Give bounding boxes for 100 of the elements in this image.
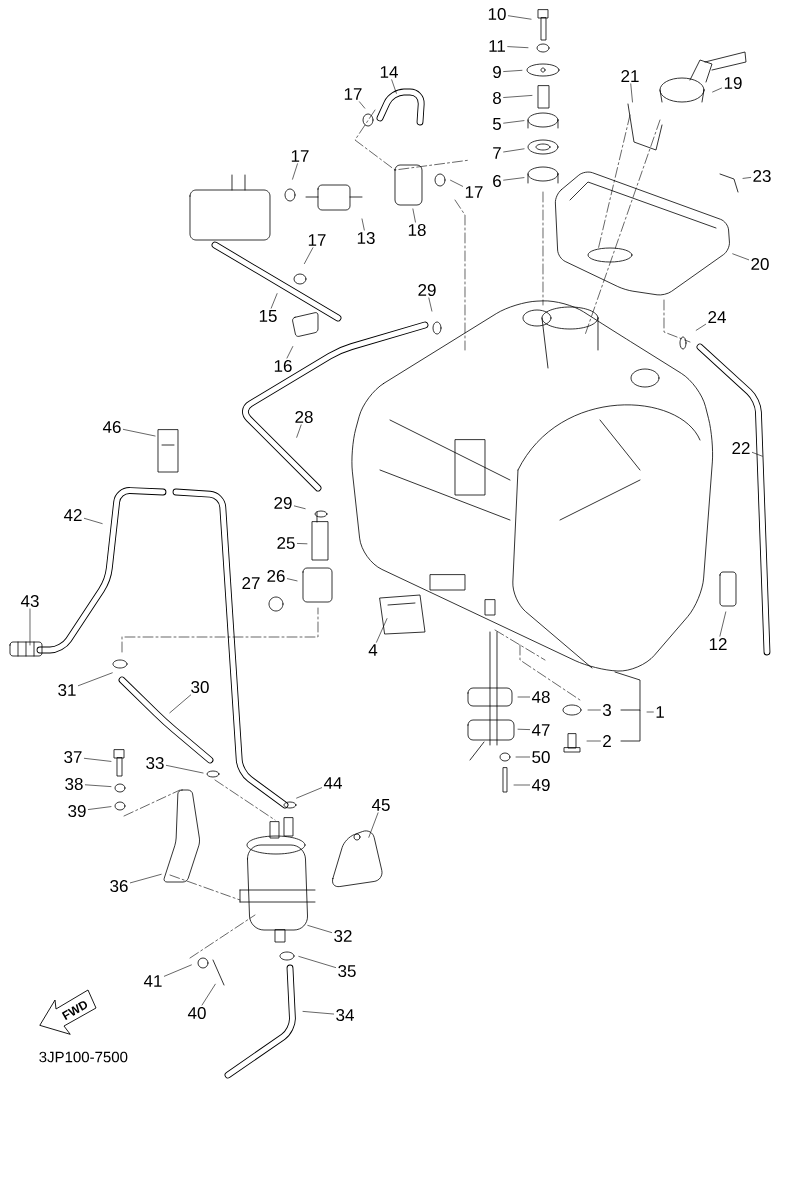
callout-number: 39 bbox=[68, 805, 86, 818]
callout-number: 31 bbox=[58, 684, 76, 697]
leader-line bbox=[450, 179, 463, 187]
leader-line bbox=[742, 177, 751, 179]
direction-label: FWD bbox=[61, 1001, 88, 1020]
leader-line bbox=[503, 70, 523, 72]
leader-line bbox=[752, 452, 763, 457]
callout-number: 4 bbox=[368, 644, 378, 656]
leader-line bbox=[169, 694, 192, 714]
callout-number: 22 bbox=[732, 442, 750, 454]
leader-line bbox=[719, 611, 727, 637]
callout-number: 17 bbox=[308, 234, 326, 246]
callout-number: 5 bbox=[492, 118, 501, 130]
callout-number: 40 bbox=[187, 1007, 206, 1020]
leader-line bbox=[732, 253, 749, 261]
callout-number: 29 bbox=[418, 284, 436, 297]
callout-number: 23 bbox=[753, 170, 771, 183]
leader-line bbox=[292, 163, 298, 180]
leader-line bbox=[359, 101, 366, 109]
callout-number: 8 bbox=[493, 92, 501, 105]
leader-line bbox=[29, 608, 31, 646]
callout-number: 3 bbox=[602, 704, 611, 717]
callout-number: 16 bbox=[274, 360, 292, 373]
leader-line bbox=[84, 518, 103, 524]
callout-number: 17 bbox=[344, 88, 362, 100]
callout-number: 43 bbox=[20, 595, 39, 608]
callout-number: 13 bbox=[357, 232, 375, 245]
leader-line bbox=[503, 177, 525, 181]
leader-line bbox=[298, 956, 336, 968]
leader-line bbox=[391, 79, 397, 94]
callout-number: 15 bbox=[259, 310, 277, 322]
leader-line bbox=[297, 543, 308, 545]
callout-number: 50 bbox=[532, 751, 550, 764]
leader-line bbox=[376, 618, 388, 643]
callout-number: 21 bbox=[621, 70, 639, 82]
callout-number: 42 bbox=[63, 509, 82, 521]
callout-number: 17 bbox=[465, 186, 483, 198]
leader-line bbox=[503, 120, 525, 124]
leader-line bbox=[503, 95, 533, 98]
callout-number: 36 bbox=[110, 880, 128, 893]
leader-line bbox=[85, 784, 112, 787]
leader-line bbox=[287, 578, 298, 582]
callout-number: 12 bbox=[709, 638, 727, 650]
callout-number: 28 bbox=[295, 411, 313, 424]
callout-number: 41 bbox=[143, 975, 162, 987]
callout-number: 32 bbox=[334, 930, 352, 943]
callout-number: 6 bbox=[493, 175, 501, 188]
callout-number: 24 bbox=[708, 311, 726, 323]
callout-number: 2 bbox=[603, 735, 611, 747]
callout-number: 34 bbox=[336, 1009, 354, 1022]
callout-number: 18 bbox=[408, 224, 426, 237]
leader-line bbox=[517, 696, 530, 698]
leader-line bbox=[646, 711, 654, 713]
leader-line bbox=[164, 964, 192, 977]
callout-number: 10 bbox=[488, 8, 506, 21]
leader-line bbox=[508, 15, 532, 20]
leader-line bbox=[307, 925, 332, 933]
callout-number: 30 bbox=[191, 681, 209, 694]
leader-line bbox=[630, 83, 633, 103]
callout-number: 14 bbox=[380, 66, 398, 78]
callout-number: 25 bbox=[277, 537, 295, 550]
leader-line bbox=[270, 293, 278, 309]
callout-number: 47 bbox=[531, 724, 550, 736]
leader-line bbox=[88, 806, 112, 810]
callout-number: 29 bbox=[274, 497, 292, 510]
callout-number: 17 bbox=[291, 150, 309, 162]
callout-number: 37 bbox=[64, 751, 82, 764]
leader-line bbox=[513, 784, 530, 786]
leader-line bbox=[130, 874, 162, 884]
callout-number: 46 bbox=[102, 421, 121, 434]
leader-line bbox=[586, 740, 601, 742]
leader-line bbox=[712, 87, 722, 93]
leader-line bbox=[428, 297, 433, 312]
leader-line bbox=[294, 505, 306, 509]
callout-number: 9 bbox=[493, 66, 501, 79]
callout-number: 11 bbox=[489, 40, 505, 52]
callout-number: 35 bbox=[338, 965, 356, 978]
leader-line bbox=[361, 218, 365, 231]
leader-line bbox=[166, 765, 204, 774]
leader-line bbox=[84, 758, 112, 762]
callout-number: 20 bbox=[751, 258, 769, 271]
leader-line bbox=[503, 148, 525, 153]
callout-number: 26 bbox=[267, 570, 285, 583]
leader-line bbox=[296, 424, 302, 438]
callout-number: 7 bbox=[493, 147, 501, 159]
leader-line bbox=[412, 208, 416, 223]
callout-number: 48 bbox=[531, 691, 550, 704]
leader-line bbox=[201, 983, 216, 1006]
callout-number: 49 bbox=[531, 779, 550, 792]
leader-line bbox=[302, 1011, 334, 1015]
callout-number: 33 bbox=[146, 757, 164, 770]
leader-line bbox=[517, 728, 530, 730]
callout-number: 44 bbox=[323, 777, 342, 789]
leader-line bbox=[78, 672, 113, 686]
leader-line bbox=[507, 46, 529, 48]
callout-number: 27 bbox=[242, 577, 260, 589]
leader-line bbox=[587, 709, 601, 711]
callout-number: 45 bbox=[371, 799, 390, 811]
leader-line bbox=[304, 247, 314, 264]
callout-number: 19 bbox=[724, 77, 742, 90]
